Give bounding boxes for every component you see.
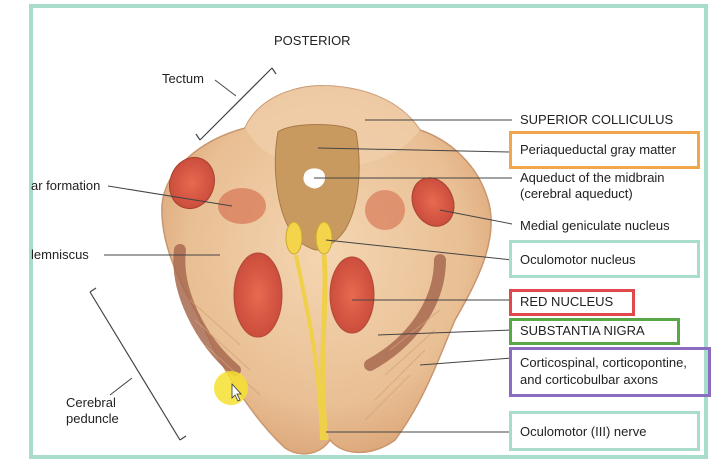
oculomotor-nucleus-right <box>316 222 332 254</box>
red-nucleus-right <box>330 257 374 333</box>
reticular-formation-right <box>365 190 405 230</box>
peduncle-leader <box>110 378 132 395</box>
red-nucleus-left <box>234 253 282 337</box>
posterior-label: POSTERIOR <box>274 33 351 49</box>
cerebral-peduncle-label-line1: Cerebral <box>66 395 116 411</box>
cursor-highlight <box>214 371 248 405</box>
oculomotor-nucleus-left <box>286 222 302 254</box>
cerebral-peduncle-label-line2: peduncle <box>66 411 119 427</box>
superior-colliculus-label: SUPERIOR COLLICULUS <box>520 112 673 128</box>
oculomotor-nerve <box>323 255 326 440</box>
oculomotor-nerve-label: Oculomotor (III) nerve <box>520 424 646 440</box>
axons-label-line1: Corticospinal, corticopontine, <box>520 355 687 371</box>
medial-geniculate-label: Medial geniculate nucleus <box>520 218 670 234</box>
reticular-formation-label: ar formation <box>31 178 100 194</box>
substantia-nigra-label: SUBSTANTIA NIGRA <box>520 323 645 339</box>
red-nucleus-label: RED NUCLEUS <box>520 294 613 310</box>
tectum-label: Tectum <box>162 71 204 87</box>
lemniscus-label: lemniscus <box>31 247 89 263</box>
reticular-formation-left <box>218 188 266 224</box>
oculomotor-nucleus-label: Oculomotor nucleus <box>520 252 636 268</box>
aqueduct-label-line1: Aqueduct of the midbrain <box>520 170 665 186</box>
axons-label-line2: and corticobulbar axons <box>520 372 658 388</box>
aqueduct-label-line2: (cerebral aqueduct) <box>520 186 633 202</box>
tectum-leader <box>215 80 236 96</box>
periaqueductal-label: Periaqueductal gray matter <box>520 142 676 158</box>
